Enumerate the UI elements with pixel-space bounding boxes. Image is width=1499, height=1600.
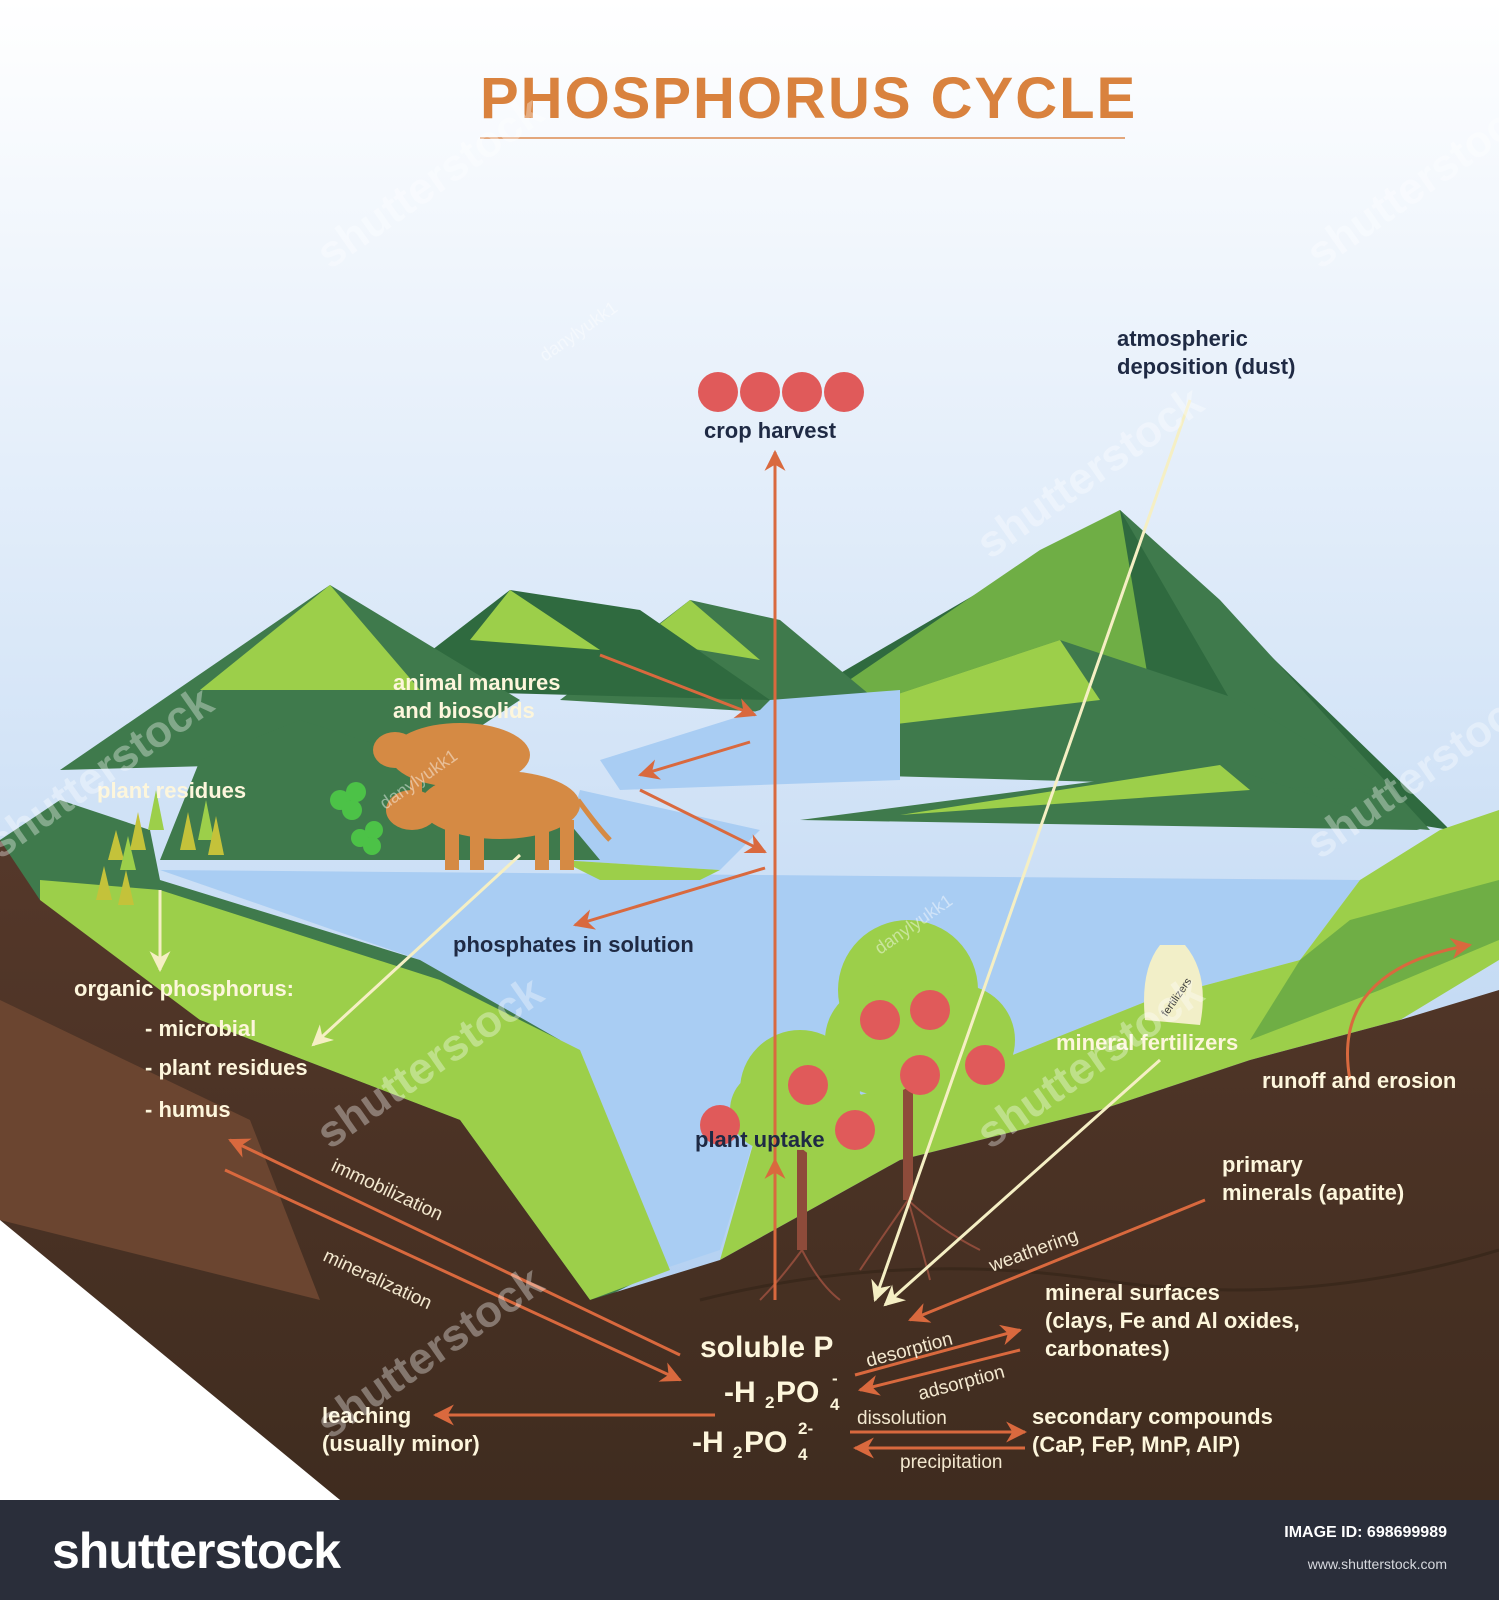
- arrow-runoff-2: [637, 740, 751, 780]
- svg-text:PO: PO: [744, 1426, 787, 1459]
- footer-image-id: IMAGE ID: 698699989: [1284, 1524, 1447, 1541]
- formula-h2po4-1: -H 2 PO 4 -: [724, 1369, 840, 1414]
- label-secondary-compounds: (CaP, FeP, MnP, AlP): [1032, 1432, 1240, 1457]
- label-precipitation: precipitation: [900, 1452, 1002, 1473]
- label-primary-minerals-1: primary: [1222, 1152, 1303, 1177]
- formula-h2po4-2: -H 2 PO 4 2-: [692, 1419, 813, 1464]
- arrow-mineralization: [224, 1168, 682, 1382]
- label-mineral-surfaces: (clays, Fe and Al oxides,: [1045, 1308, 1300, 1333]
- footer-bar: shutterstock IMAGE ID: 698699989 www.shu…: [0, 1500, 1499, 1600]
- label-crop-harvest: crop harvest: [704, 418, 837, 443]
- arrow-manure: [311, 853, 522, 1047]
- label-runoff-and-erosion: runoff and erosion: [1262, 1068, 1456, 1093]
- arrow-fertilizer: [883, 1058, 1161, 1307]
- svg-text:2: 2: [733, 1443, 742, 1462]
- harvest-apples-icon: [698, 372, 864, 412]
- svg-text:2-: 2-: [798, 1419, 813, 1438]
- svg-text:2: 2: [765, 1393, 774, 1412]
- label-plant-residues: plant residues: [97, 778, 246, 803]
- arrow-adsorption: [857, 1348, 1021, 1396]
- label-atmospheric-1: atmospheric: [1117, 326, 1248, 351]
- label-organic-item: - microbial: [145, 1016, 256, 1041]
- roots: [759, 1199, 981, 1301]
- label-soluble-p: soluble P: [700, 1331, 833, 1364]
- label-plant-uptake: plant uptake: [695, 1127, 825, 1152]
- footer-site: www.shutterstock.com: [1307, 1556, 1447, 1572]
- clover-icon: [330, 782, 383, 855]
- footer-brand: shutterstock: [52, 1523, 341, 1579]
- plant-residues-trees: [96, 790, 224, 905]
- label-leaching: (usually minor): [322, 1431, 480, 1456]
- arrow-runoff-3: [639, 788, 767, 854]
- arrow-atmospheric: [871, 399, 1192, 1302]
- arrow-desorption: [854, 1324, 1023, 1377]
- label-dissolution: dissolution: [857, 1408, 947, 1429]
- svg-text:PO: PO: [776, 1376, 819, 1409]
- arrow-weathering: [908, 1198, 1206, 1323]
- label-animal-manures-1: animal manures: [393, 670, 561, 695]
- label-mineral-surfaces: carbonates): [1045, 1336, 1170, 1361]
- page-title: PHOSPHORUS CYCLE: [480, 66, 1137, 131]
- cow-icon: [373, 723, 612, 870]
- diagram-canvas: fertilizers PHOSPHORUS CYCLE crop harves…: [0, 0, 1499, 1500]
- label-secondary-compounds: secondary compounds: [1032, 1404, 1273, 1429]
- label-organic-phosphorus: organic phosphorus:: [74, 976, 294, 1001]
- arrow-runoff-4: [572, 866, 766, 930]
- label-organic-item: - humus: [145, 1097, 231, 1122]
- svg-text:4: 4: [830, 1395, 840, 1414]
- label-phosphates-in-solution: phosphates in solution: [453, 932, 694, 957]
- soil: [0, 840, 1499, 1500]
- svg-text:-: -: [832, 1369, 838, 1388]
- svg-text:4: 4: [798, 1445, 808, 1464]
- svg-text:-H: -H: [724, 1376, 756, 1409]
- apple-tree-large: [825, 920, 1015, 1200]
- fertilizer-bag-icon: fertilizers: [1144, 945, 1203, 1025]
- arrow-runoff-erosion: [1346, 937, 1473, 1081]
- arrow-runoff-1: [599, 653, 757, 718]
- label-leaching: leaching: [322, 1403, 411, 1428]
- label-mineral-surfaces: mineral surfaces: [1045, 1280, 1220, 1305]
- arrow-immobilization: [228, 1138, 681, 1357]
- label-mineral-fertilizers: mineral fertilizers: [1056, 1030, 1238, 1055]
- cycle-arrows: [149, 399, 1473, 1459]
- label-primary-minerals-2: minerals (apatite): [1222, 1180, 1404, 1205]
- label-animal-manures-2: and biosolids: [393, 698, 535, 723]
- label-atmospheric-2: deposition (dust): [1117, 354, 1295, 379]
- label-organic-item: - plant residues: [145, 1055, 308, 1080]
- svg-text:-H: -H: [692, 1426, 724, 1459]
